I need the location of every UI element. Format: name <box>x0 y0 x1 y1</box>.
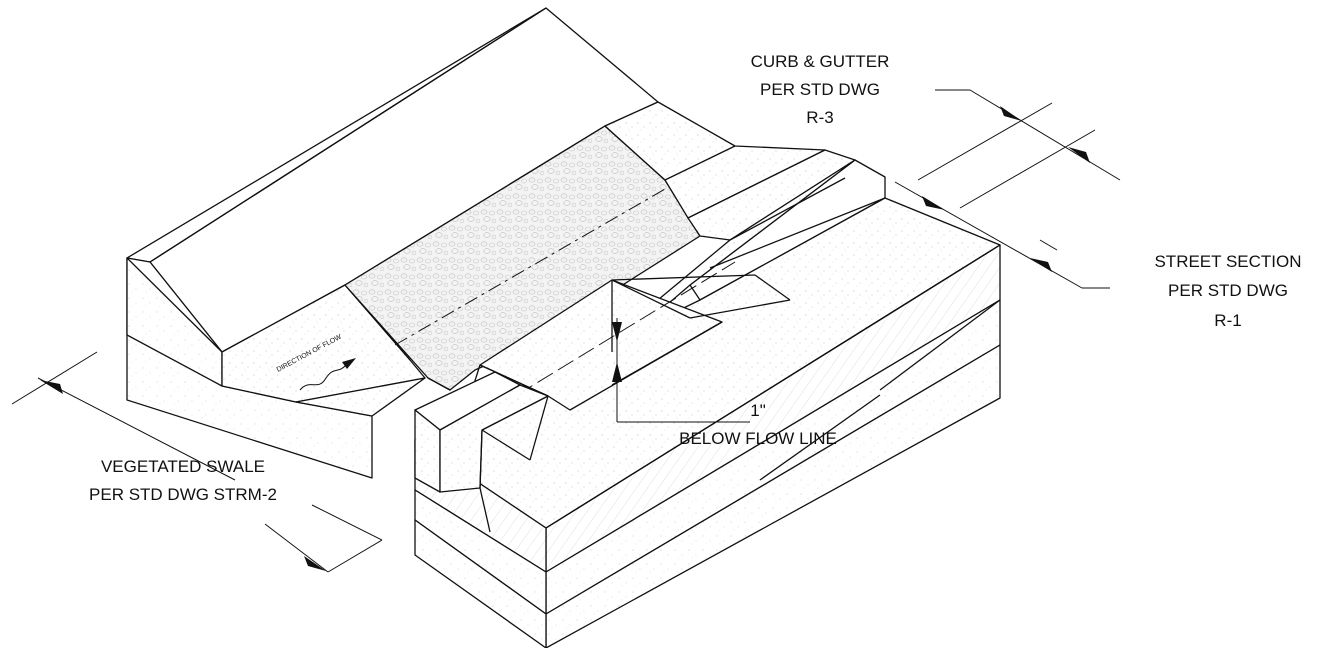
below-flow-dimension: 1" BELOW FLOW LINE <box>612 318 837 448</box>
street-section-line-2: PER STD DWG <box>1168 281 1288 300</box>
below-flow-line-1: 1" <box>750 401 766 420</box>
below-flow-line-2: BELOW FLOW LINE <box>679 429 837 448</box>
curb-gutter-callout: CURB & GUTTER PER STD DWG R-3 <box>751 52 1121 209</box>
swale-arrow-1-icon <box>40 380 63 394</box>
flow-squiggle <box>299 364 347 391</box>
street-section-callout: STREET SECTION PER STD DWG R-1 <box>894 181 1302 330</box>
swale-inner-slope <box>295 377 426 417</box>
curb-gutter-line-2: PER STD DWG <box>760 80 880 99</box>
curb-gutter-line-1: CURB & GUTTER <box>751 52 890 71</box>
curb-gutter-line-3: R-3 <box>806 108 833 127</box>
dim-arrow-up-icon <box>612 362 622 382</box>
swale-block <box>126 7 659 479</box>
inlet-detail <box>414 261 791 533</box>
curb-arrow-1-icon <box>1000 106 1022 121</box>
swale-arrow-2-icon <box>304 556 326 571</box>
curb-arrow-2-icon <box>1068 147 1090 163</box>
street-arrow-2-icon <box>1030 258 1052 272</box>
vegetated-swale-callout: VEGETATED SWALE PER STD DWG STRM-2 <box>11 351 383 573</box>
flow-arrow-icon <box>342 358 356 369</box>
street-front-layer-3 <box>414 519 547 648</box>
swale-line-1: VEGETATED SWALE <box>101 457 265 476</box>
street-arrow-1-icon <box>922 196 945 210</box>
street-block <box>414 197 1001 648</box>
dim-arrow-down-icon <box>612 322 622 342</box>
street-section-line-3: R-1 <box>1214 311 1241 330</box>
street-section-line-1: STREET SECTION <box>1154 252 1301 271</box>
street-end-layer-3 <box>545 344 1001 648</box>
swale-line-2: PER STD DWG STRM-2 <box>89 485 277 504</box>
curb-top-strip <box>687 149 856 241</box>
